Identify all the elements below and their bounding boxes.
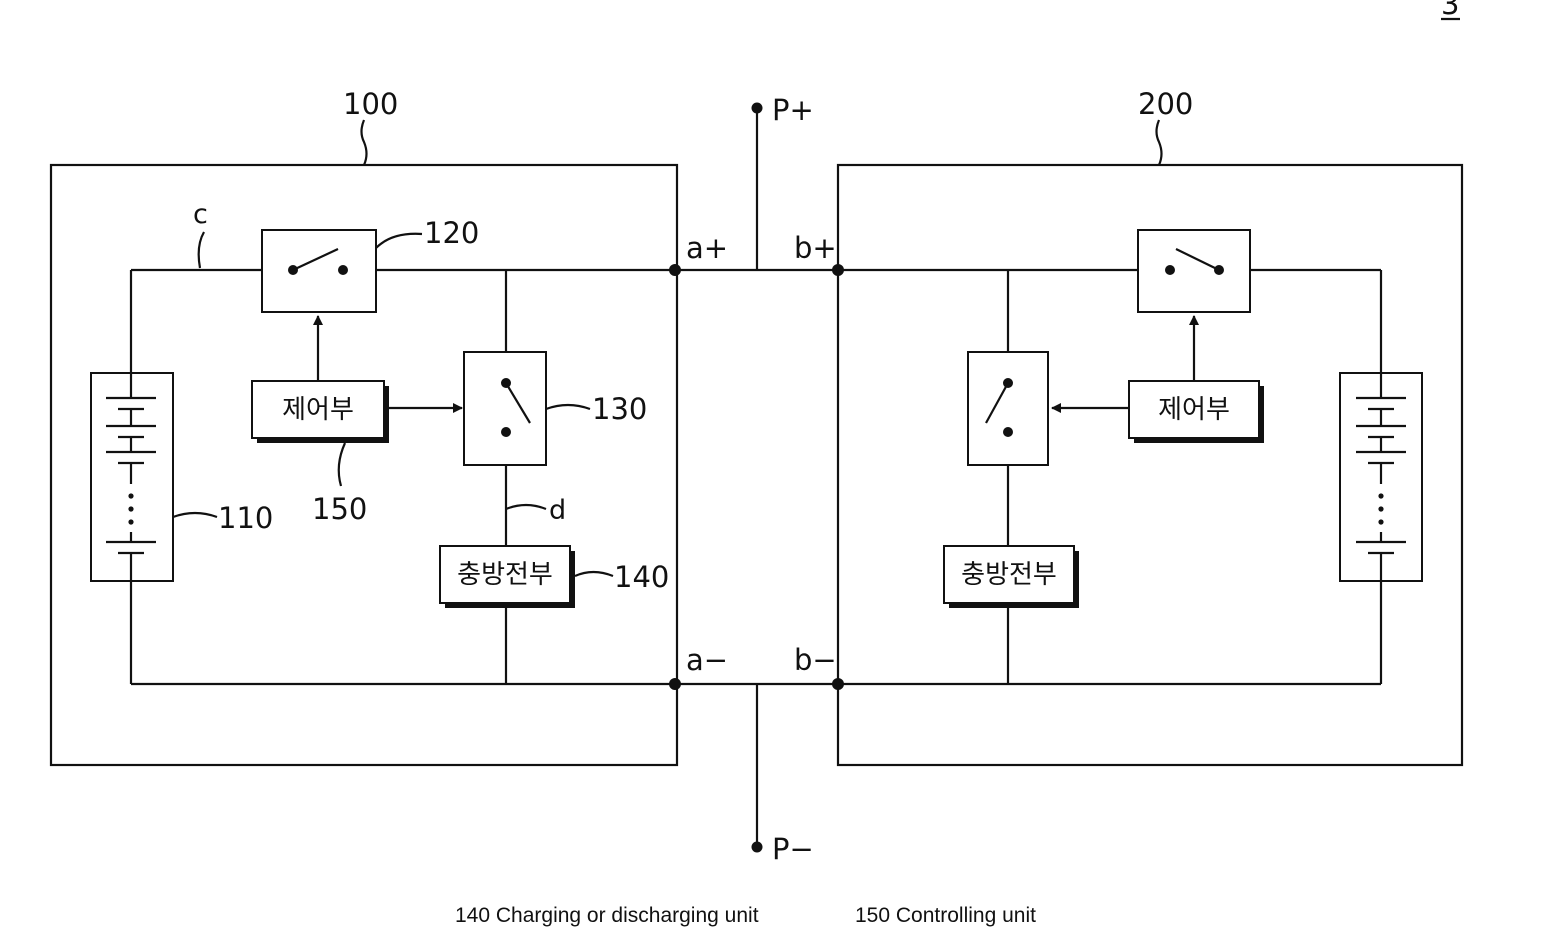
figure-mark: 3	[1441, 0, 1459, 21]
b-plus-label: b+	[794, 231, 837, 265]
switch-120-contact-right	[338, 265, 348, 275]
a-plus-label: a+	[686, 231, 728, 265]
line-d-label: d	[549, 495, 566, 526]
switch-120	[262, 230, 376, 312]
terminal-p-plus	[752, 103, 763, 114]
controller-150-leader	[339, 443, 345, 486]
module-b-ref-label: 200	[1138, 87, 1193, 121]
module-b-leader	[1157, 120, 1162, 165]
p-plus-label: P+	[772, 93, 814, 127]
caption-item-150: 150 Controlling unit	[855, 904, 1036, 927]
battery-110-leader	[173, 513, 217, 517]
node-a-minus	[669, 678, 681, 690]
module-b: 200	[838, 87, 1462, 765]
switch-main-b-contact-left	[1165, 265, 1175, 275]
line-c-label: c	[193, 199, 208, 230]
switch-branch-b	[968, 352, 1048, 465]
line-c-leader	[199, 232, 204, 268]
controller-b-text: 제어부	[1158, 395, 1230, 425]
battery-110-ref-label: 110	[218, 501, 273, 535]
charger-b-text: 충방전부	[961, 560, 1057, 590]
switch-130-leader	[546, 405, 590, 409]
switch-130-contact-bottom	[501, 427, 511, 437]
controller-150-ref-label: 150	[312, 492, 367, 526]
terminal-p-minus	[752, 842, 763, 853]
module-a-leader	[362, 120, 367, 165]
switch-130-ref-label: 130	[592, 392, 647, 426]
charger-140-text: 충방전부	[457, 560, 553, 590]
charger-140-ref-label: 140	[614, 560, 669, 594]
b-minus-label: b−	[794, 643, 837, 677]
module-a-ref-label: 100	[343, 87, 398, 121]
switch-130	[464, 352, 546, 465]
switch-main-b	[1138, 230, 1250, 312]
line-d-leader	[506, 505, 546, 509]
a-minus-label: a−	[686, 643, 728, 677]
switch-120-leader	[376, 234, 422, 248]
caption-item-140: 140 Charging or discharging unit	[455, 904, 759, 927]
p-minus-label: P−	[772, 832, 814, 866]
controller-150-text: 제어부	[282, 395, 354, 425]
terminals: P+ P− a+ a− b+ b−	[669, 93, 844, 866]
charger-140-leader	[575, 572, 613, 576]
node-a-plus	[669, 264, 681, 276]
switch-branch-b-contact-bottom	[1003, 427, 1013, 437]
switch-120-ref-label: 120	[424, 216, 479, 250]
